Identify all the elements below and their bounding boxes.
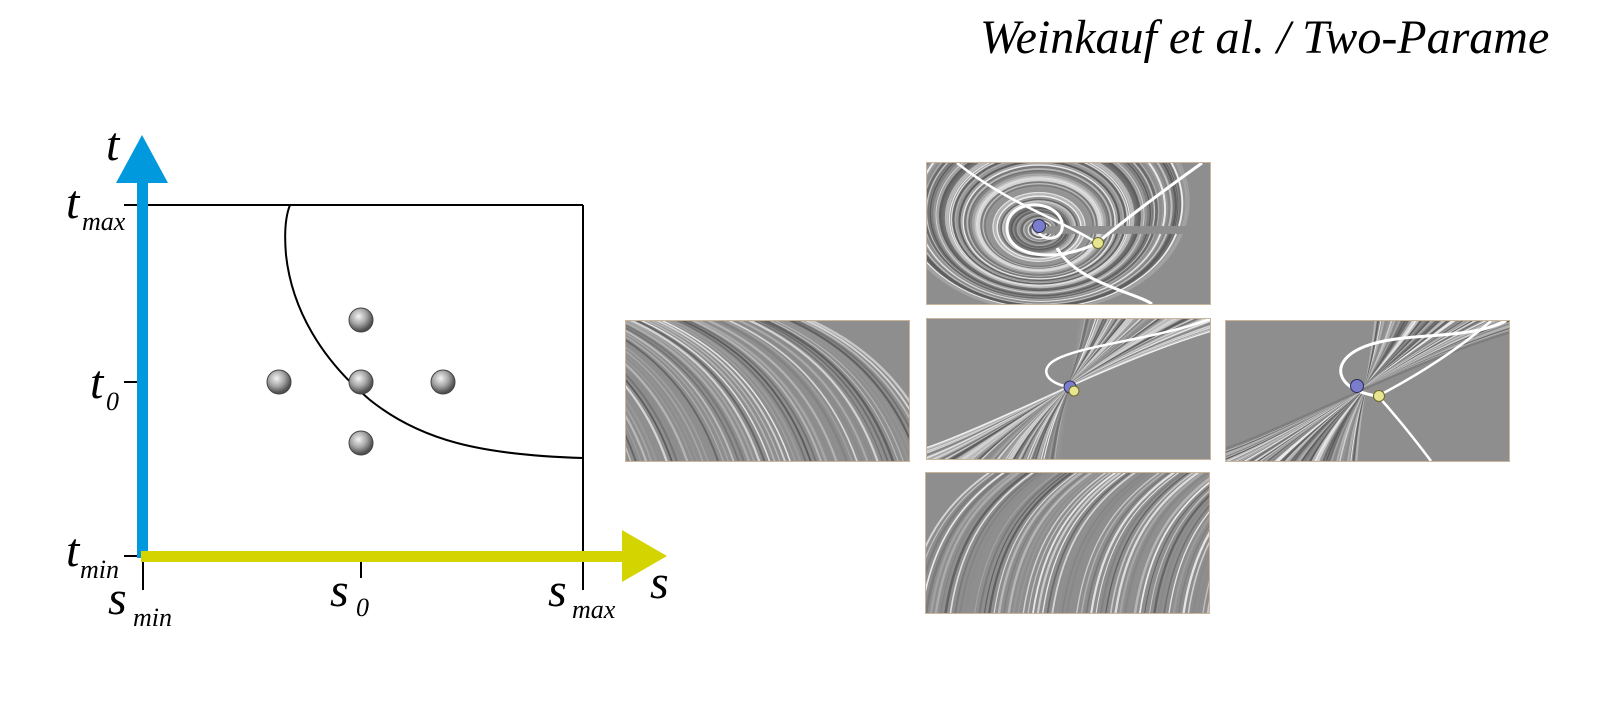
s-max-subscript: max <box>572 595 616 624</box>
t-axis-label: t <box>106 118 121 171</box>
yellow-sphere-icon <box>1373 390 1385 402</box>
blue-sphere-icon <box>1032 219 1046 233</box>
flow-panel-bottom <box>925 472 1210 614</box>
parameter-space-plot: t s t max t 0 t min s min s 0 s max <box>66 118 669 632</box>
t-axis-line <box>137 180 148 558</box>
s-axis-arrowhead <box>622 530 667 582</box>
s-max-label: s <box>548 564 567 617</box>
s-axis-line <box>141 551 626 562</box>
t-max-label: t <box>66 176 81 229</box>
yellow-sphere-icon <box>1092 237 1104 249</box>
t-min-subscript: min <box>80 555 119 584</box>
s-0-label: s <box>330 564 349 617</box>
t-0-subscript: 0 <box>106 387 119 416</box>
s-axis-label: s <box>650 556 669 609</box>
running-header: Weinkauf et al. / Two-Parame <box>980 11 1550 64</box>
sample-point-right <box>430 369 456 395</box>
sample-point-left <box>266 369 292 395</box>
flow-panel-left <box>625 320 910 462</box>
sample-point-center <box>348 369 374 395</box>
bifurcation-curve <box>284 204 584 459</box>
t-axis-arrowhead <box>116 135 168 183</box>
sample-point-down <box>348 430 374 456</box>
t-max-subscript: max <box>82 207 126 236</box>
flow-panel-center <box>926 318 1211 460</box>
s-min-subscript: min <box>133 603 172 632</box>
t-min-label: t <box>66 524 81 577</box>
flow-panel-right <box>1225 320 1510 462</box>
s-0-subscript: 0 <box>356 593 369 622</box>
t-0-label: t <box>90 356 105 409</box>
flow-panel-top <box>926 162 1211 305</box>
s-min-label: s <box>108 572 127 625</box>
sample-point-up <box>348 307 374 333</box>
blue-sphere-icon <box>1350 379 1364 393</box>
yellow-sphere-icon <box>1068 385 1080 397</box>
